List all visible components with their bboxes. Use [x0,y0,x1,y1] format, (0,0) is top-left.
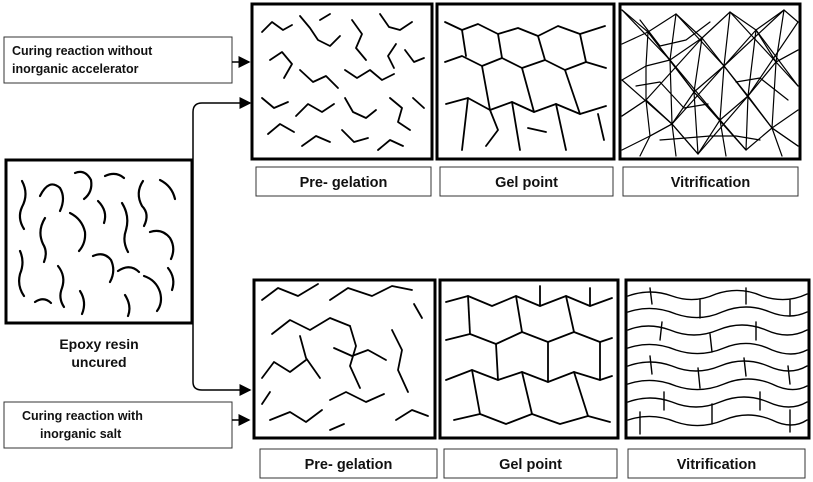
panel-bottom-gel-point [438,278,620,440]
caption-bottom-gel-point: Gel point [443,448,618,479]
caption-bottom-vitrification: Vitrification [627,448,806,479]
branch-arrow-top [192,97,252,260]
top-process-box: Curing reaction without inorganic accele… [3,36,233,84]
uncured-label-line-1: Epoxy resin [59,336,138,352]
caption-top-vitrification: Vitrification [622,166,799,197]
bottom-process-line-2: inorganic salt [40,427,122,441]
panel-top-pre-gelation [250,2,434,161]
caption-top-gel-point: Gel point [439,166,614,197]
caption-top-pre-gelation: Pre- gelation [255,166,432,197]
bottom-process-box: Curing reaction with inorganic salt [3,401,233,449]
caption-text: Pre- gelation [300,175,388,191]
caption-text: Pre- gelation [305,457,393,473]
uncured-resin-panel [4,158,194,325]
top-process-line-1: Curing reaction without [12,44,153,58]
caption-text: Vitrification [677,457,757,473]
panel-top-vitrification [618,2,802,161]
caption-bottom-pre-gelation: Pre- gelation [259,448,438,479]
panel-bottom-pre-gelation [252,278,437,440]
branch-arrow-bottom [192,260,252,396]
caption-text: Vitrification [671,175,751,191]
panel-bottom-vitrification [624,278,811,440]
panel-top-gel-point [435,2,616,161]
top-process-line-2: inorganic accelerator [12,62,139,76]
caption-text: Gel point [495,175,558,191]
uncured-label-line-2: uncured [71,354,126,370]
bottom-process-line-1: Curing reaction with [22,409,143,423]
caption-text: Gel point [499,457,562,473]
